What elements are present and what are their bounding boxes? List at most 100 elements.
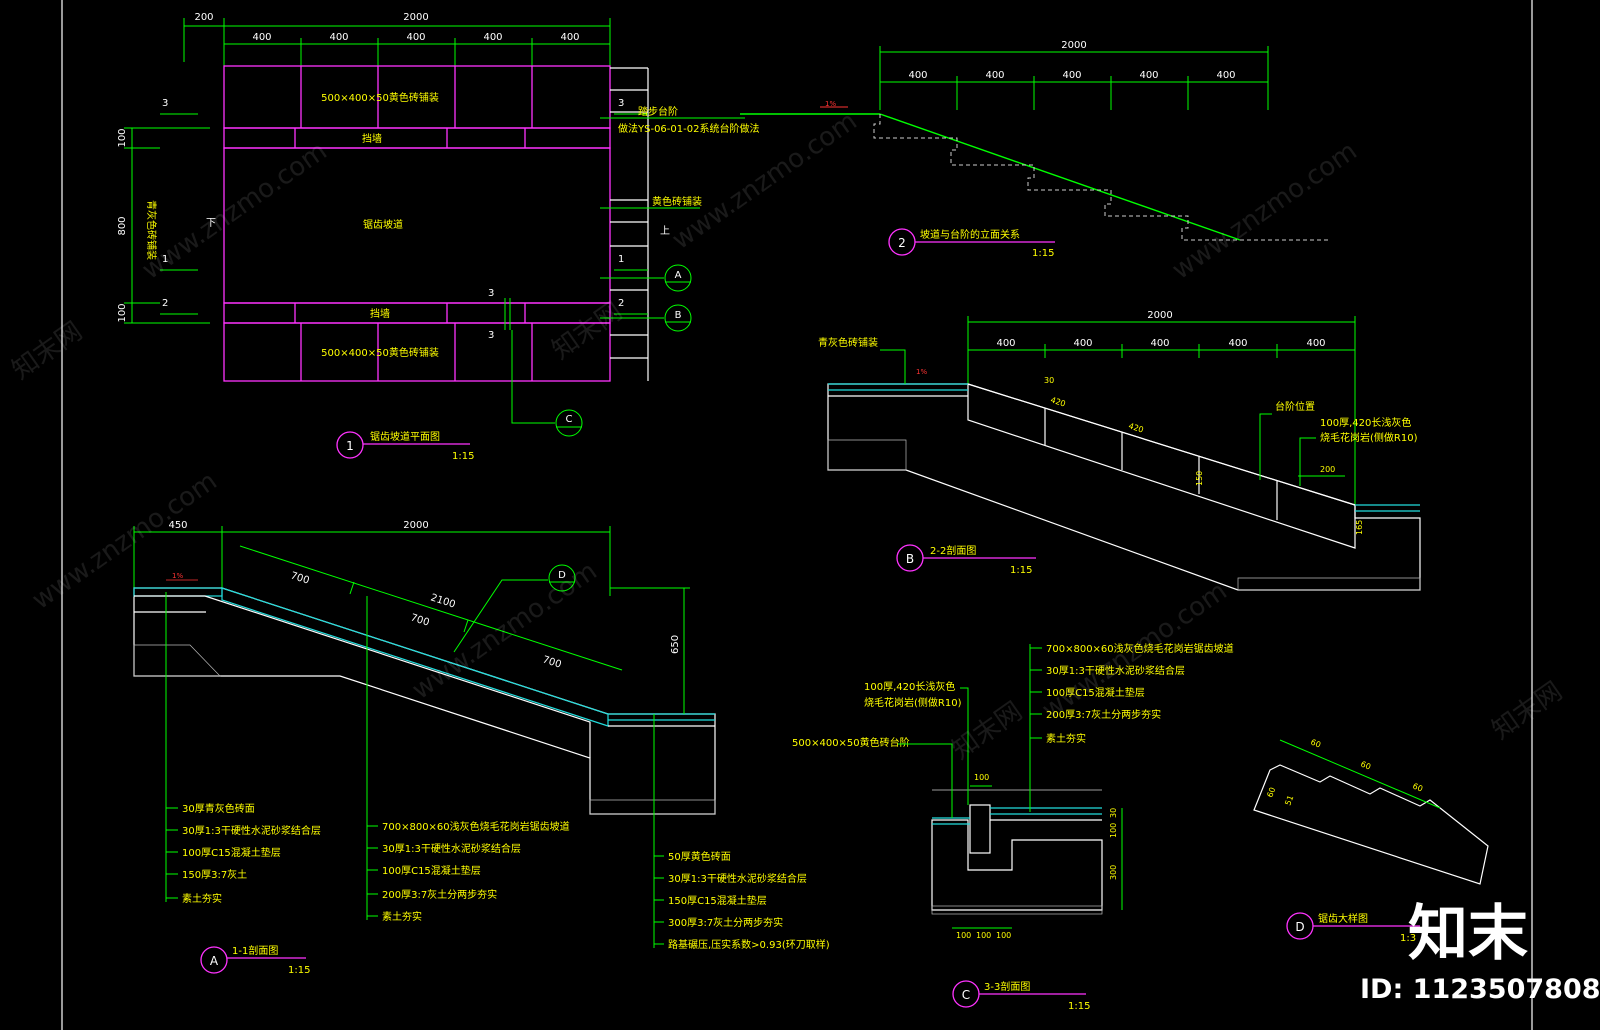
secd-dim: 60 bbox=[1411, 782, 1424, 794]
plan-lower-paving bbox=[223, 322, 611, 382]
section-d-view: 60 60 60 60 51 D 锯齿大样图 1:3 bbox=[1253, 738, 1489, 944]
elev-dim-sub: 400 bbox=[908, 70, 927, 81]
plan-note-steps: 踏步台阶 bbox=[638, 105, 678, 118]
watermark-url: www.znzmo.com bbox=[1167, 136, 1363, 286]
watermark-cn: 知末网 bbox=[547, 296, 628, 365]
plan-dim-sub: 400 bbox=[252, 32, 271, 43]
plan-section-mark: 3 bbox=[488, 330, 494, 341]
secd-title-num: D bbox=[1295, 920, 1304, 934]
plan-detail-circle-a[interactable] bbox=[664, 264, 692, 292]
plan-down-label: 下 bbox=[206, 218, 216, 229]
seca-scale: 1:15 bbox=[288, 965, 310, 976]
elevation-view: 2000 400 400 400 400 400 1% 2 坡道与台阶的立面关系… bbox=[740, 40, 1330, 259]
plan-left-note: 青灰色砖铺装 bbox=[145, 200, 158, 260]
seca-note-mid: 素土夯实 bbox=[382, 910, 422, 923]
secb-dim-150: 150 bbox=[1195, 471, 1204, 486]
brand-id: ID: 1123507808 bbox=[1360, 974, 1600, 1005]
secd-scale: 1:3 bbox=[1400, 933, 1416, 944]
secb-left-note: 青灰色砖铺装 bbox=[818, 336, 878, 349]
plan-dim-2000: 2000 bbox=[403, 12, 428, 23]
secb-slope: 1% bbox=[916, 368, 927, 376]
plan-detail-circle-b[interactable] bbox=[664, 304, 692, 332]
seca-note-mid: 200厚3:7灰土分两步夯实 bbox=[382, 888, 497, 901]
seca-note-left: 150厚3:7灰土 bbox=[182, 868, 247, 881]
secc-note-right: 素土夯实 bbox=[1046, 732, 1086, 745]
secc-note-top-2: 烧毛花岗岩(侧做R10) bbox=[864, 696, 962, 709]
elev-dim-sub: 400 bbox=[985, 70, 1004, 81]
elev-dim-sub: 400 bbox=[1216, 70, 1235, 81]
section-c-view: 700×800×60浅灰色烧毛花岗岩锯齿坡道 30厚1:3干硬性水泥砂浆结合层 … bbox=[792, 642, 1234, 1012]
secb-dim-sub: 400 bbox=[1073, 338, 1092, 349]
seca-detail-mark: D bbox=[558, 570, 566, 581]
secc-dim-bottom: 100 bbox=[956, 931, 971, 940]
seca-note-right: 30厚1:3干硬性水泥砂浆结合层 bbox=[668, 872, 807, 885]
plan-detail-label-b: B bbox=[675, 310, 682, 321]
plan-section-mark: 3 bbox=[488, 288, 494, 299]
plan-section-mark: 2 bbox=[162, 298, 168, 309]
secd-dim: 60 bbox=[1359, 760, 1372, 772]
plan-dim-sub: 400 bbox=[329, 32, 348, 43]
elev-dim-sub: 400 bbox=[1062, 70, 1081, 81]
seca-note-left: 100厚C15混凝土垫层 bbox=[182, 846, 281, 859]
seca-dim-450: 450 bbox=[168, 520, 187, 531]
plan-section-mark: 3 bbox=[618, 98, 624, 109]
secd-title: 锯齿大样图 bbox=[1318, 912, 1368, 925]
secc-dim-bottom: 100 bbox=[976, 931, 991, 940]
plan-detail-label-a: A bbox=[675, 270, 682, 281]
seca-slope: 1% bbox=[172, 572, 183, 580]
plan-dim-sub: 400 bbox=[406, 32, 425, 43]
seca-note-right: 300厚3:7灰土分两步夯实 bbox=[668, 916, 783, 929]
seca-note-left: 素土夯实 bbox=[182, 892, 222, 905]
seca-detail-circle-d[interactable] bbox=[548, 564, 576, 592]
plan-ramp-label: 锯齿坡道 bbox=[363, 218, 403, 231]
plan-dim-left-100b: 100 bbox=[117, 303, 128, 322]
watermark-url: www.znzmo.com bbox=[137, 136, 333, 286]
plan-lower-wall bbox=[223, 302, 611, 324]
seca-dim-650: 650 bbox=[670, 635, 681, 654]
secc-note-right: 200厚3:7灰土分两步夯实 bbox=[1046, 708, 1161, 721]
seca-note-right: 150厚C15混凝土垫层 bbox=[668, 894, 767, 907]
elev-ramp-line bbox=[879, 113, 1241, 241]
watermark-cn: 知末网 bbox=[7, 316, 88, 385]
plan-detail-circle-c[interactable] bbox=[555, 409, 583, 437]
secb-dim-sub: 400 bbox=[1150, 338, 1169, 349]
secc-note-right: 30厚1:3干硬性水泥砂浆结合层 bbox=[1046, 664, 1185, 677]
plan-title: 锯齿坡道平面图 bbox=[370, 430, 440, 443]
seca-note-right: 50厚黄色砖面 bbox=[668, 850, 731, 863]
secc-dim-right: 30 bbox=[1109, 808, 1118, 818]
secc-note-right: 100厚C15混凝土垫层 bbox=[1046, 686, 1145, 699]
seca-dim-slope: 700 bbox=[289, 570, 311, 586]
seca-dim-2000: 2000 bbox=[403, 520, 428, 531]
secb-dim-sub: 400 bbox=[1306, 338, 1325, 349]
seca-title-num: A bbox=[210, 954, 219, 968]
plan-dim-left-800: 800 bbox=[117, 216, 128, 235]
seca-title: 1-1剖面图 bbox=[232, 944, 278, 957]
plan-up-label: 上 bbox=[660, 225, 670, 237]
elev-dim-sub: 400 bbox=[1139, 70, 1158, 81]
seca-title-circle bbox=[200, 946, 228, 974]
secc-title: 3-3剖面图 bbox=[984, 980, 1030, 993]
secc-base-layers bbox=[931, 819, 1103, 911]
seca-note-mid: 700×800×60浅灰色烧毛花岗岩锯齿坡道 bbox=[382, 820, 570, 833]
secb-title-num: B bbox=[906, 552, 914, 566]
plan-dim-200: 200 bbox=[194, 12, 213, 23]
plan-upper-paver-label: 500×400×50黄色砖铺装 bbox=[321, 91, 439, 104]
secb-step-pos: 台阶位置 bbox=[1275, 400, 1315, 413]
seca-note-right: 路基碾压,压实系数>0.93(环刀取样) bbox=[668, 938, 830, 951]
plan-dim-sub: 400 bbox=[483, 32, 502, 43]
brand-logo: 知末 bbox=[1408, 899, 1528, 969]
watermark-cn: 知末网 bbox=[1487, 676, 1568, 745]
secb-ramp-slab bbox=[967, 383, 1356, 549]
elev-title-num: 2 bbox=[898, 236, 906, 250]
plan-upper-wall bbox=[223, 127, 611, 149]
secd-dim-side: 51 bbox=[1283, 794, 1295, 807]
secc-dim-bottom: 100 bbox=[996, 931, 1011, 940]
secb-dim-420a: 420 bbox=[1049, 395, 1066, 408]
plan-scale: 1:15 bbox=[452, 451, 474, 462]
plan-detail-label-c: C bbox=[566, 414, 573, 425]
secb-scale: 1:15 bbox=[1010, 565, 1032, 576]
plan-note-steps-ref: 做法YS-06-01-02系统台阶做法 bbox=[618, 122, 759, 135]
plan-section-mark: 1 bbox=[618, 254, 624, 265]
seca-dim-slope: 700 bbox=[541, 654, 563, 670]
plan-dim-sub: 400 bbox=[560, 32, 579, 43]
